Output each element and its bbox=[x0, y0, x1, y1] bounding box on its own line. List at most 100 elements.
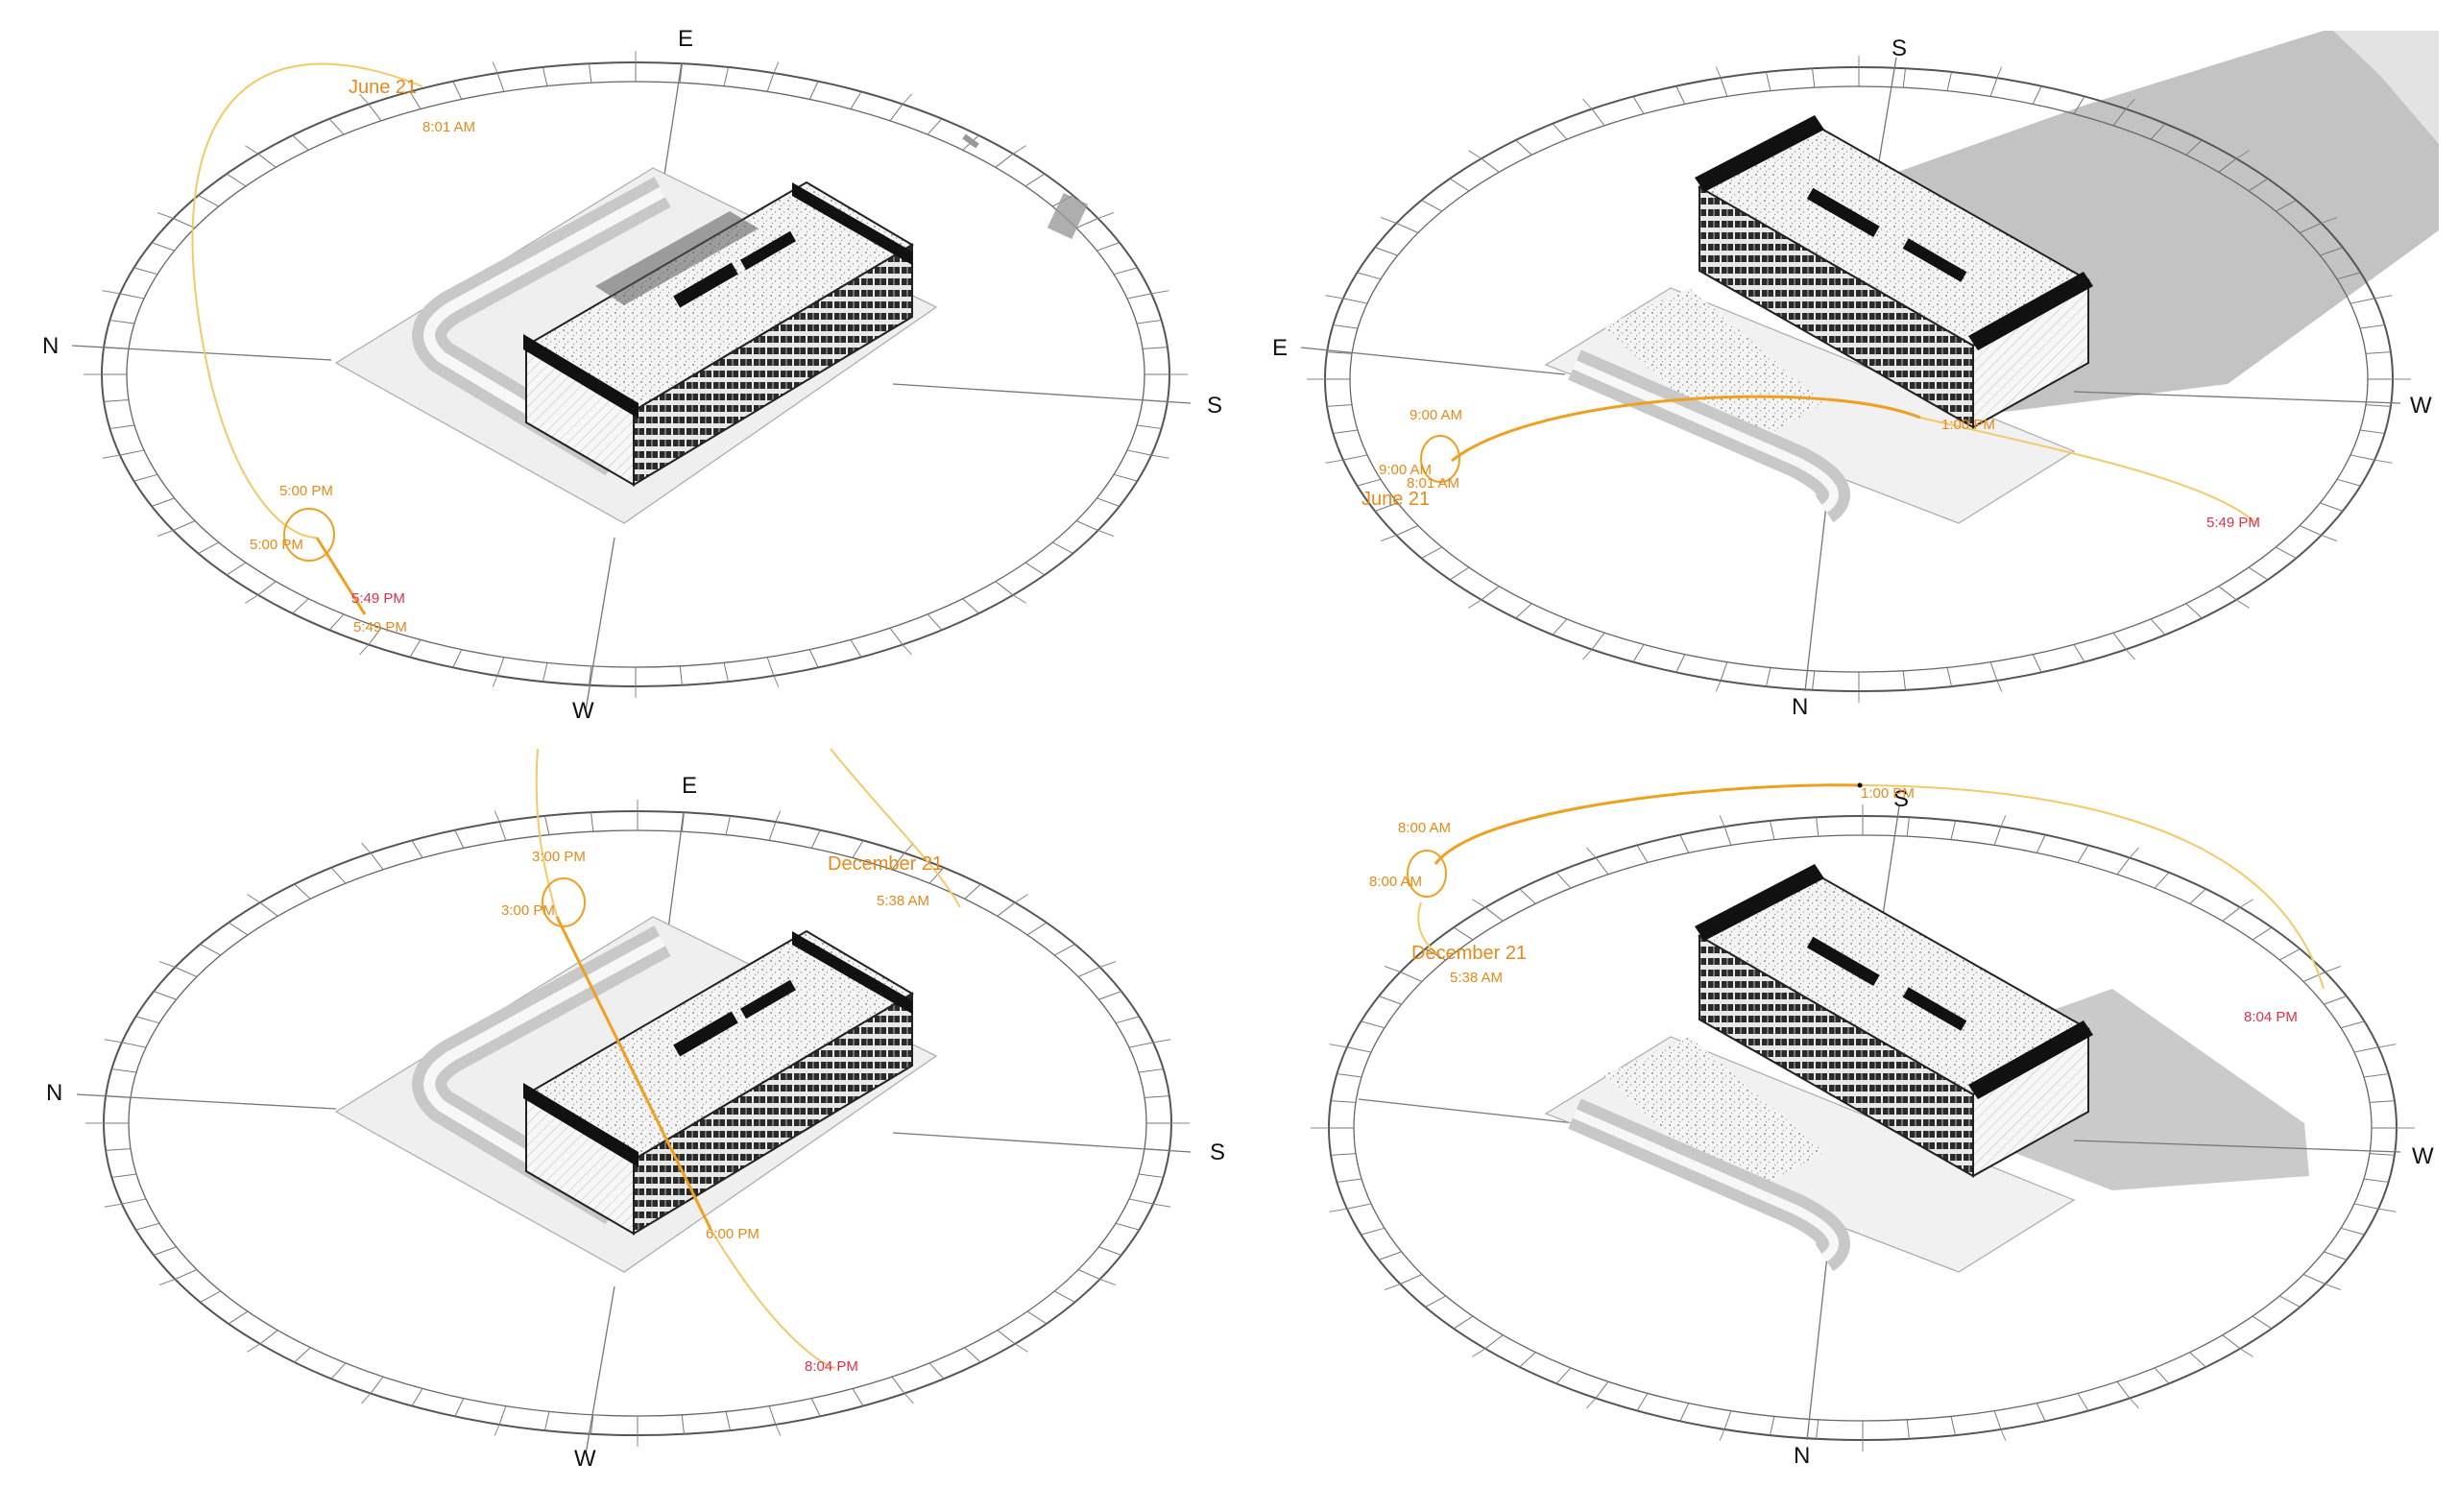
compass-tick bbox=[2353, 1046, 2379, 1053]
compass-tick bbox=[368, 627, 382, 645]
compass-outer-tick bbox=[2235, 599, 2250, 609]
compass-outer-tick bbox=[1012, 594, 1026, 604]
compass-outer-tick bbox=[2321, 217, 2338, 224]
compass-tick bbox=[2278, 1295, 2301, 1308]
compass-outer-tick bbox=[2239, 1348, 2253, 1357]
compass-tick bbox=[768, 1405, 777, 1426]
compass-outer-tick bbox=[102, 454, 121, 459]
compass-tick bbox=[1679, 1403, 1690, 1422]
compass-outer-tick bbox=[1384, 1284, 1401, 1290]
compass-tick bbox=[1075, 520, 1098, 531]
compass-tick bbox=[850, 91, 862, 109]
compass-tick bbox=[121, 1198, 147, 1205]
compass-tick bbox=[766, 72, 775, 92]
compass-tick bbox=[452, 81, 463, 100]
compass-tick bbox=[498, 821, 507, 841]
compass-tick bbox=[452, 649, 463, 668]
compass-tick bbox=[2185, 603, 2203, 619]
compass-outer-tick bbox=[361, 842, 372, 853]
compass-tick bbox=[496, 657, 505, 677]
compass-tick bbox=[200, 1290, 222, 1303]
panel-bottom-right: S W N 8:00 AM 8:00 AM 1:00 PM De bbox=[1311, 782, 2434, 1469]
compass-tick bbox=[2218, 157, 2237, 173]
compass-tick bbox=[1342, 298, 1368, 304]
compass-outer-tick bbox=[102, 290, 121, 295]
compass-tick bbox=[2365, 351, 2391, 354]
compass-outer-tick bbox=[492, 61, 498, 74]
compass-axes bbox=[1300, 57, 2401, 692]
compass-tick bbox=[1989, 661, 1998, 682]
compass-tick bbox=[852, 840, 864, 858]
compass-tick bbox=[496, 72, 505, 92]
compass-tick bbox=[927, 613, 943, 631]
sun-path bbox=[1420, 395, 2257, 524]
compass-tick bbox=[679, 665, 683, 685]
compass-tick bbox=[2340, 1227, 2365, 1236]
compass-outer-tick bbox=[2129, 847, 2139, 858]
compass-outer-tick bbox=[773, 675, 780, 687]
compass-tick bbox=[891, 852, 905, 871]
compass-tick bbox=[2077, 845, 2089, 863]
compass-axes bbox=[1358, 805, 2401, 1441]
compass-tick bbox=[328, 118, 345, 135]
compass-tick bbox=[2350, 298, 2375, 304]
compass-tick bbox=[1077, 967, 1100, 977]
compass-west-label: W bbox=[572, 698, 594, 724]
sun-path bbox=[191, 62, 423, 615]
compass-outer-tick bbox=[1472, 899, 1486, 908]
compass-tick bbox=[928, 867, 945, 884]
compass-outer-tick bbox=[1715, 66, 1722, 79]
compass-tick bbox=[2299, 525, 2322, 536]
compass-tick bbox=[257, 153, 277, 168]
compass-tick bbox=[964, 883, 981, 900]
sun-time-label: 9:00 AM bbox=[1410, 407, 1462, 423]
compass-tick bbox=[228, 922, 249, 936]
compass-tick bbox=[1679, 834, 1690, 853]
compass-tick bbox=[1357, 272, 1382, 280]
sun-time-label: 8:01 AM bbox=[422, 119, 475, 135]
sun-time-label: 3:00 PM bbox=[532, 849, 586, 865]
compass-tick bbox=[2336, 478, 2361, 487]
compass-outer-tick bbox=[1582, 98, 1593, 109]
sun-time-label: 8:01 AM bbox=[1407, 475, 1459, 492]
compass-tick bbox=[2275, 546, 2297, 559]
compass-tick bbox=[1519, 1352, 1536, 1368]
compass-tick bbox=[2320, 502, 2344, 512]
compass-outer-tick bbox=[1380, 535, 1397, 541]
sun-date-label: December 21 bbox=[1411, 943, 1527, 964]
compass-tick bbox=[1327, 404, 1353, 407]
compass-outer-tick bbox=[104, 1203, 123, 1208]
compass-tick bbox=[133, 473, 158, 482]
compass-outer-tick bbox=[904, 1393, 914, 1404]
compass-tick bbox=[1024, 173, 1046, 187]
compass-tick bbox=[2189, 888, 2206, 904]
compass-tick bbox=[1421, 200, 1443, 212]
compass-tick bbox=[259, 901, 278, 917]
compass-tick bbox=[1481, 157, 1500, 173]
compass-outer-tick bbox=[1380, 217, 1397, 224]
compass-tick bbox=[681, 1414, 685, 1434]
compass-outer-tick bbox=[1097, 212, 1115, 219]
compass-tick bbox=[1337, 1178, 1362, 1183]
sun-date-label: June 21 bbox=[349, 77, 417, 98]
compass-outer-tick bbox=[361, 1393, 372, 1404]
sunset-time-label: 8:04 PM bbox=[2244, 1009, 2298, 1025]
compass-tick bbox=[1144, 1095, 1169, 1098]
compass-ring bbox=[1307, 56, 2411, 703]
compass-tick bbox=[2248, 566, 2269, 581]
compass-outer-tick bbox=[2377, 1044, 2397, 1048]
compass-tick bbox=[725, 815, 732, 835]
compass-outer-tick bbox=[1150, 454, 1169, 459]
compass-axes bbox=[76, 810, 1192, 1455]
compass-tick bbox=[1374, 247, 1398, 256]
compass-tick bbox=[1142, 347, 1168, 349]
compass-outer-tick bbox=[247, 894, 261, 903]
compass-tick bbox=[1361, 1020, 1386, 1029]
compass-tick bbox=[1126, 293, 1152, 300]
compass-tick bbox=[1515, 603, 1532, 619]
compass-outer-tick bbox=[1586, 847, 1597, 858]
compass-tick bbox=[2252, 926, 2273, 941]
compass-tick bbox=[330, 1362, 347, 1380]
compass-tick bbox=[121, 1042, 147, 1048]
compass-outer-tick bbox=[1468, 599, 1482, 609]
